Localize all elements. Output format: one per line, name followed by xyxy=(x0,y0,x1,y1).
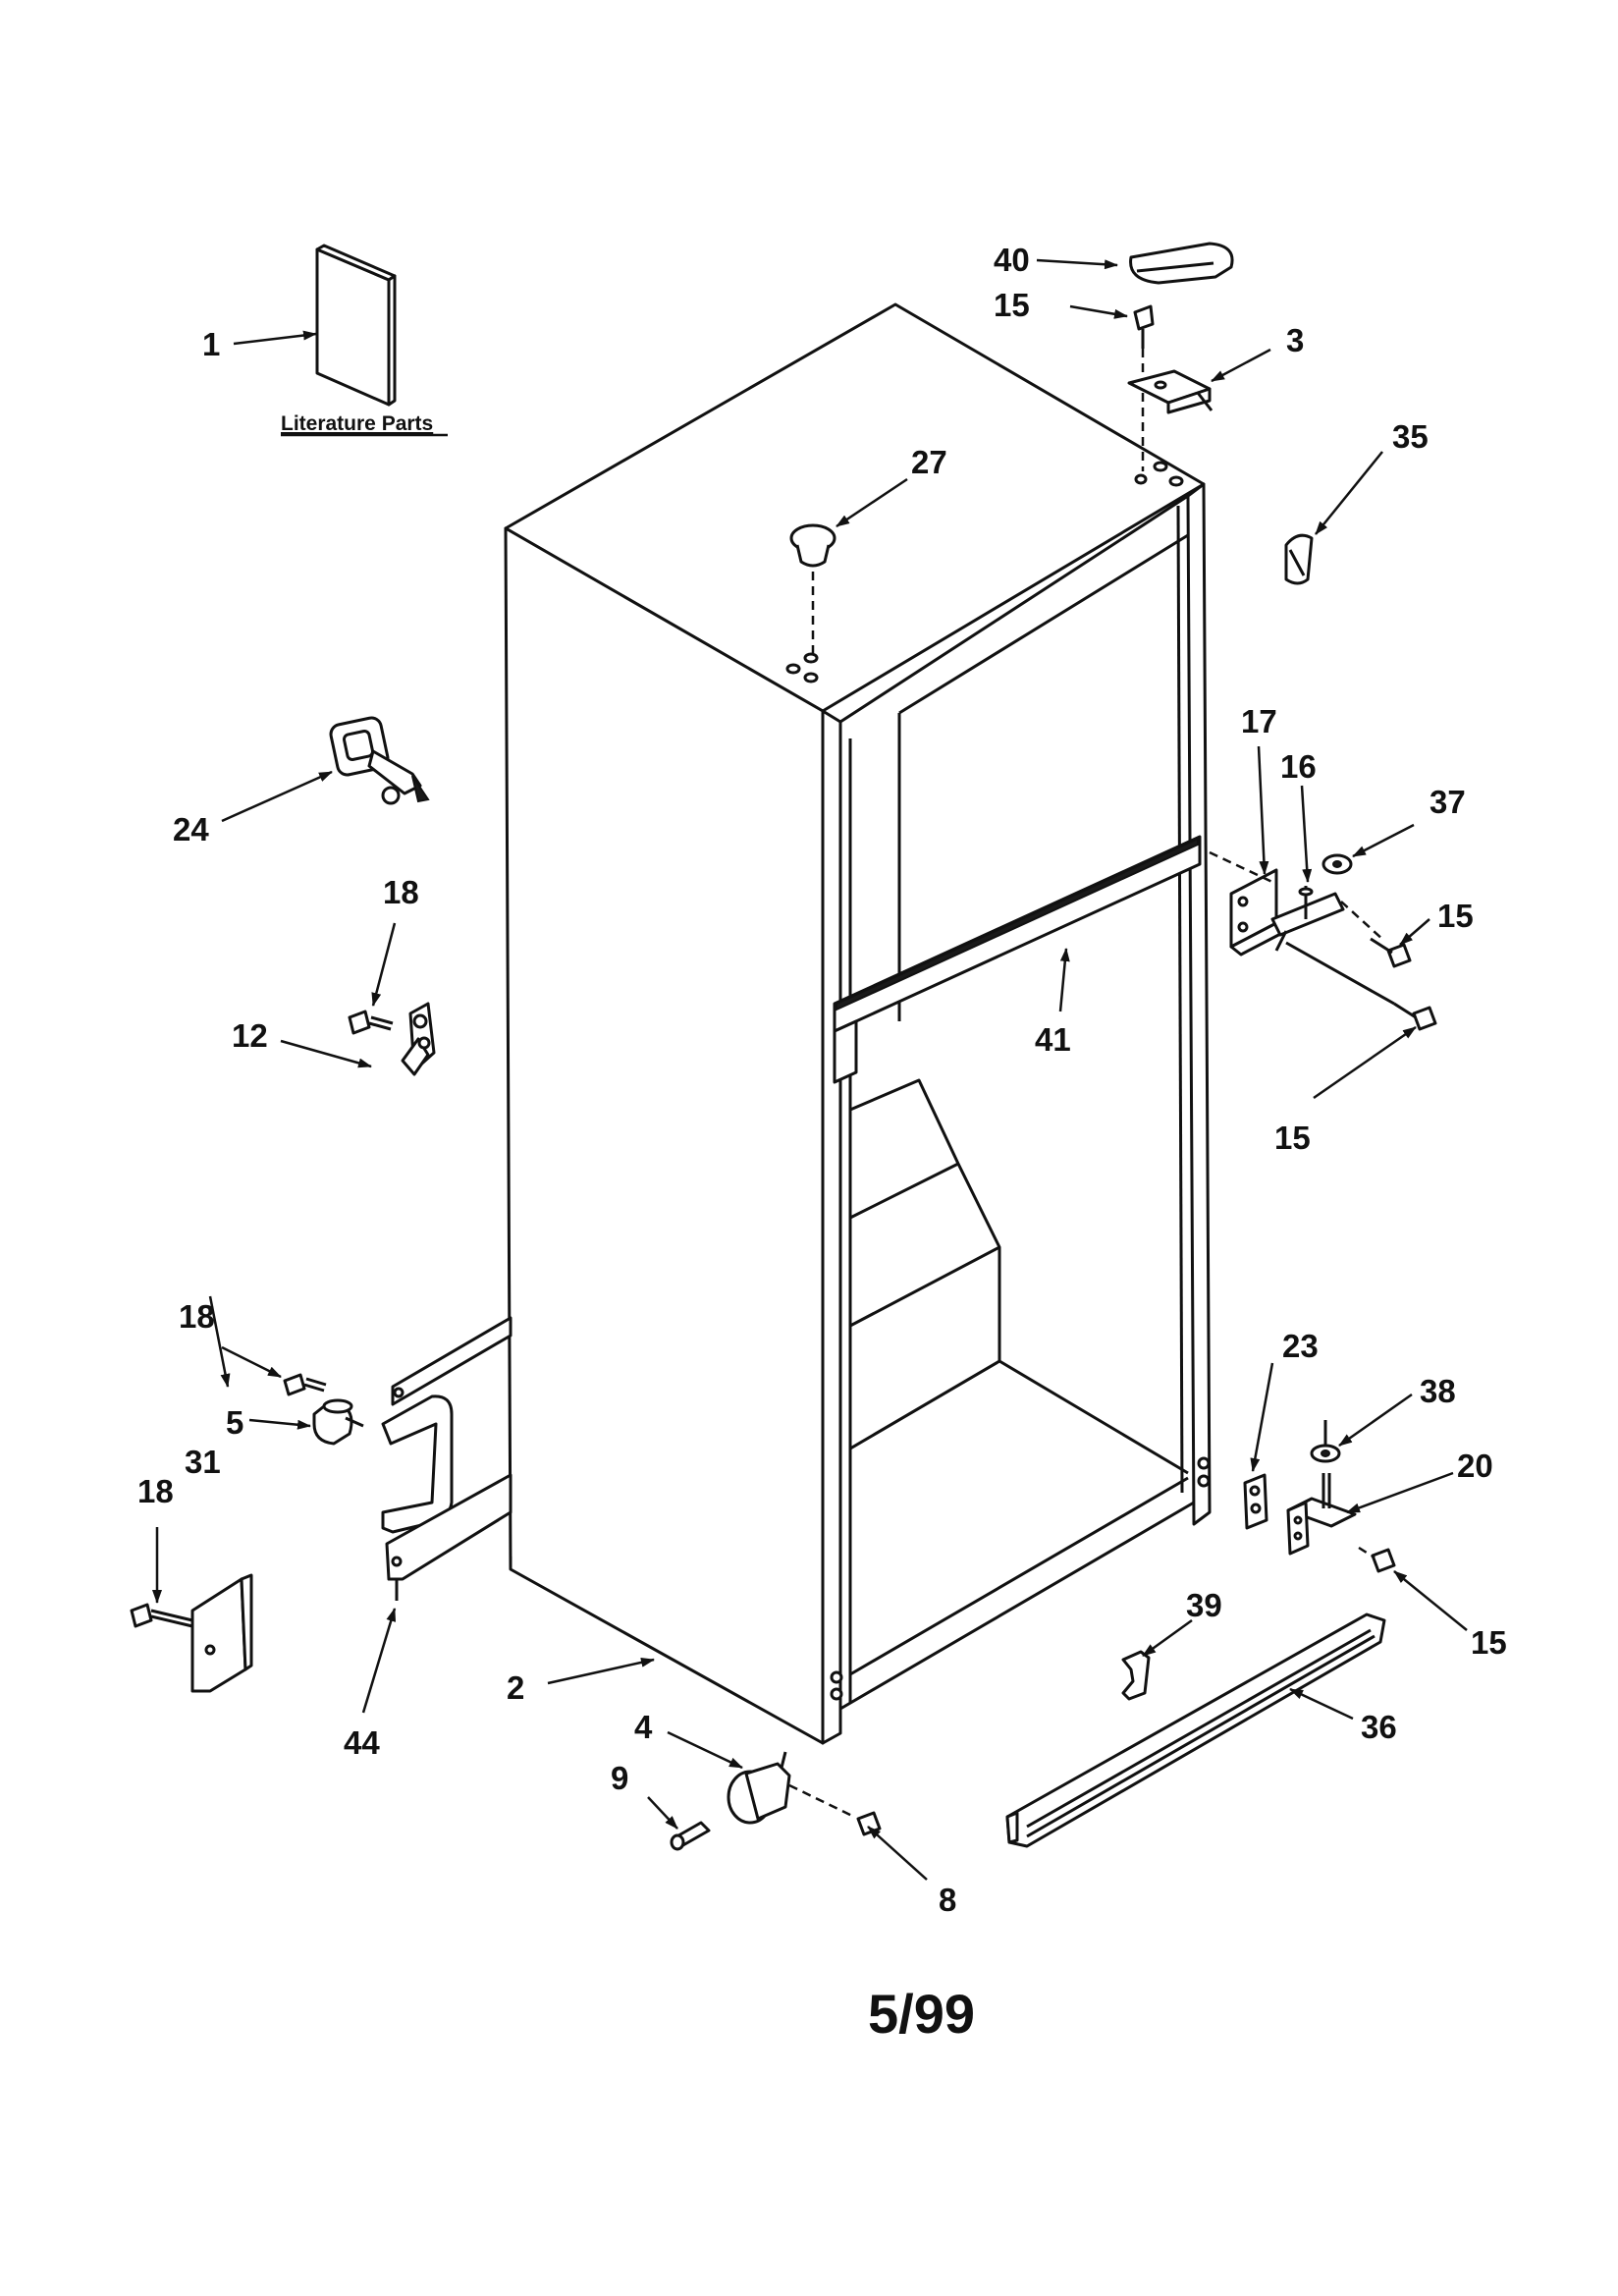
center-hinge-16 xyxy=(1270,886,1345,952)
callout-leaders xyxy=(152,258,1468,1881)
clip-5 xyxy=(312,1398,364,1446)
screw-18-lower xyxy=(130,1603,193,1628)
hidden-line-center-hinge xyxy=(1209,850,1277,886)
literature-parts-label: Literature Parts xyxy=(281,412,433,435)
hidden-line-center-screw xyxy=(1340,901,1385,942)
shim-23 xyxy=(1243,1473,1268,1530)
screw-18-middle xyxy=(283,1373,327,1396)
screw-8 xyxy=(856,1811,882,1836)
callout-9: 9 xyxy=(611,1760,628,1796)
screw-15-center-lower xyxy=(1285,941,1437,1031)
clip-39 xyxy=(1121,1650,1151,1701)
roller-4 xyxy=(727,1751,855,1825)
literature-booklet xyxy=(315,244,397,407)
callout-3: 3 xyxy=(1286,322,1304,358)
callout-4: 4 xyxy=(634,1709,653,1745)
cabinet-shell xyxy=(504,302,1212,1745)
cover-31 xyxy=(190,1573,253,1693)
callout-16: 16 xyxy=(1280,748,1317,785)
callout-40: 40 xyxy=(994,242,1030,278)
bottom-hinge-bracket-44 xyxy=(381,1316,512,1601)
screw-18-upper xyxy=(348,1010,394,1035)
callout-36: 36 xyxy=(1361,1709,1397,1745)
top-plug xyxy=(789,523,836,653)
callout-23: 23 xyxy=(1282,1328,1319,1364)
callout-12: 12 xyxy=(232,1017,268,1054)
door-pin-24 xyxy=(329,716,430,805)
bottom-hinge-20 xyxy=(1286,1473,1357,1556)
callout-38: 38 xyxy=(1420,1373,1456,1409)
callout-35: 35 xyxy=(1392,418,1429,455)
callout-15-right: 15 xyxy=(1274,1120,1311,1156)
callout-15-top: 15 xyxy=(994,287,1030,323)
callout-20: 20 xyxy=(1457,1448,1493,1484)
callout-17: 17 xyxy=(1241,703,1277,739)
callout-15-center: 15 xyxy=(1437,898,1474,934)
screw-15-bottom-hinge xyxy=(1358,1546,1396,1573)
callout-27: 27 xyxy=(911,444,947,480)
toe-grille-36 xyxy=(1005,1613,1386,1848)
screw-top-hinge xyxy=(1133,304,1155,471)
callout-44: 44 xyxy=(344,1724,380,1761)
callout-15-bottom: 15 xyxy=(1471,1624,1507,1661)
callout-1: 1 xyxy=(202,326,220,362)
screw-15-center-upper xyxy=(1370,937,1412,968)
callout-37: 37 xyxy=(1429,784,1466,820)
hinge-cover-35 xyxy=(1284,533,1314,585)
callout-39: 39 xyxy=(1186,1587,1222,1623)
washer-37 xyxy=(1321,853,1353,875)
callout-2: 2 xyxy=(507,1669,524,1706)
washer-38 xyxy=(1310,1420,1341,1463)
center-hinge-17 xyxy=(1229,868,1288,957)
callout-18-middle: 18 xyxy=(179,1298,215,1335)
top-hinge xyxy=(1127,369,1214,414)
pin-9 xyxy=(670,1821,711,1851)
callout-8: 8 xyxy=(939,1882,956,1918)
callout-18-lower: 18 xyxy=(137,1473,174,1509)
date-code: 5/99 xyxy=(868,1983,975,2045)
callout-labels: 1 40 15 3 35 27 24 18 12 17 16 37 15 15 … xyxy=(137,242,1507,1918)
divider-rail xyxy=(833,835,1202,1084)
door-stop-bracket-12 xyxy=(401,1002,436,1076)
callout-31: 31 xyxy=(185,1444,221,1480)
callout-18-upper: 18 xyxy=(383,874,419,910)
callout-24: 24 xyxy=(173,811,209,847)
callout-5: 5 xyxy=(226,1404,243,1441)
hinge-cover-top xyxy=(1129,242,1234,285)
callout-41: 41 xyxy=(1035,1021,1071,1058)
